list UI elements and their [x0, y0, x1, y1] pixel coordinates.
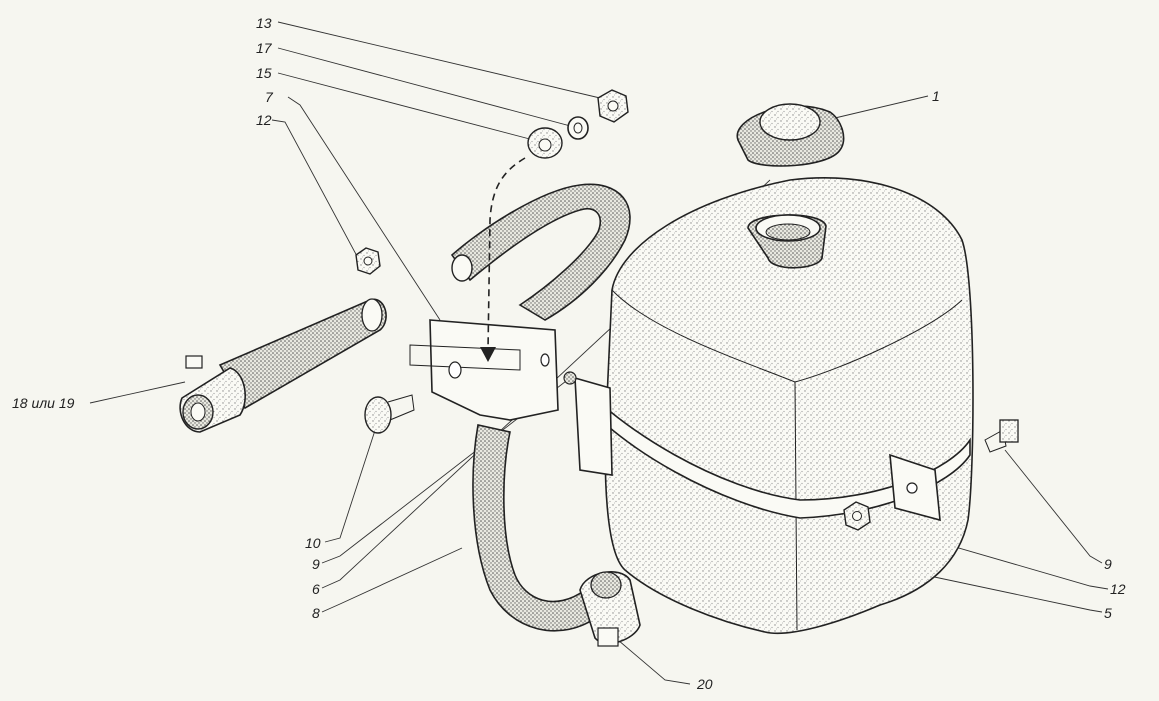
- callout-13: 13: [256, 15, 272, 31]
- callout-8: 8: [312, 605, 320, 621]
- filler-neck: [747, 214, 827, 269]
- upper-hose: [450, 183, 631, 321]
- callout-18-or-19: 18 или 19: [12, 395, 75, 411]
- callout-1: 1: [932, 88, 940, 104]
- bolt-9-strap: [563, 371, 577, 385]
- callout-20: 20: [697, 676, 713, 692]
- callout-12-left: 12: [256, 112, 272, 128]
- bolt-9-right: [984, 419, 1019, 453]
- callout-17: 17: [256, 40, 272, 56]
- nut-13: [597, 89, 629, 123]
- nut-12-right: [843, 501, 871, 531]
- callout-9-left: 9: [312, 556, 320, 572]
- callout-5: 5: [1104, 605, 1112, 621]
- callout-15: 15: [256, 65, 272, 81]
- tank-clamp-strap: [574, 376, 971, 522]
- hose-fitting: [179, 355, 246, 433]
- straight-hose: [218, 298, 387, 410]
- callout-10: 10: [305, 535, 321, 551]
- mounting-bracket: [409, 319, 559, 421]
- bolt-10: [364, 394, 415, 434]
- assembly-path-arrow: [487, 157, 526, 351]
- arrow-head: [480, 347, 496, 362]
- flat-washer-15: [527, 127, 563, 159]
- filler-cap: [736, 103, 845, 167]
- spring-washer-17: [567, 116, 589, 140]
- drain-fitting: [579, 571, 641, 647]
- callout-7: 7: [265, 89, 273, 105]
- nut-12-left: [355, 247, 381, 275]
- callout-6: 6: [312, 581, 320, 597]
- callout-12-right: 12: [1110, 581, 1126, 597]
- callout-9-right: 9: [1104, 556, 1112, 572]
